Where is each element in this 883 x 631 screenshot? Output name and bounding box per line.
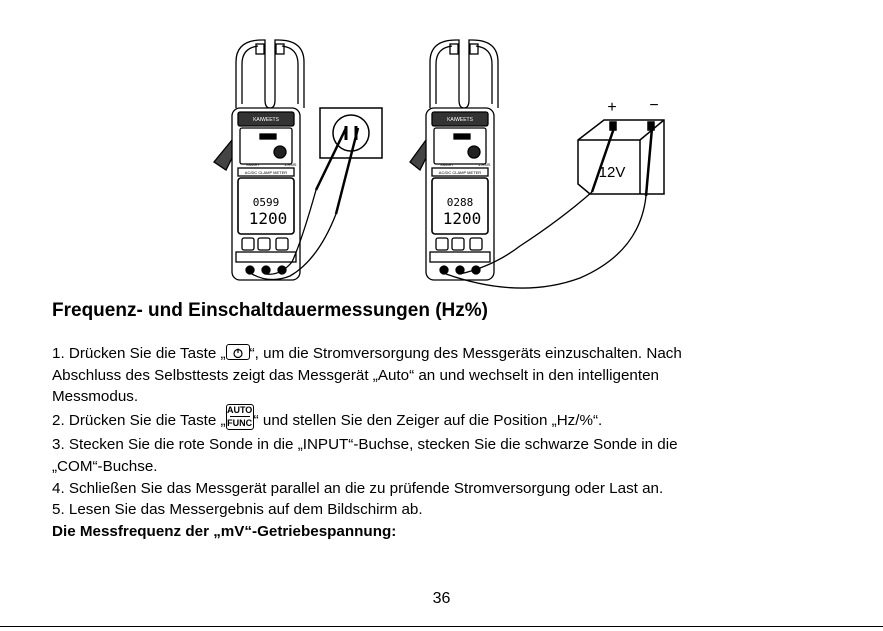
test-leads-right bbox=[445, 127, 654, 289]
clamp-meter-left bbox=[213, 39, 305, 281]
meter-right-display-top: 0288 bbox=[447, 196, 474, 209]
step-3-line-2: „COM“-Buchse. bbox=[52, 457, 158, 475]
measurement-illustration: KAIWEETS SMART 1-RMS AC/DC CLAMP METER 0… bbox=[213, 39, 665, 289]
page-number: 36 bbox=[432, 590, 451, 607]
auto-key-label: AUTO bbox=[226, 405, 253, 416]
meter-right-range-label: 1-RMS bbox=[478, 162, 491, 167]
clamp-meter-right bbox=[409, 39, 499, 281]
power-key-icon bbox=[225, 343, 250, 360]
meter-right-brand: KAIWEETS bbox=[447, 117, 474, 123]
step-1-text-before: 1. Drücken Sie die Taste „ bbox=[52, 345, 226, 362]
meter-right-smart-label: SMART bbox=[440, 162, 454, 167]
section-heading: Frequenz- und Einschaltdauermessungen (H… bbox=[52, 300, 488, 321]
battery-minus-sign: − bbox=[649, 97, 658, 114]
step-2-text-before: 2. Drücken Sie die Taste „ bbox=[52, 412, 226, 430]
step-1-text-after: “, um die Stromversorgung des Messgeräts… bbox=[249, 345, 682, 362]
meter-left-display-main: 1200 bbox=[249, 209, 288, 228]
meter-left-subtitle: AC/DC CLAMP METER bbox=[245, 170, 287, 175]
step-1-line-3: Messmodus. bbox=[52, 388, 139, 406]
meter-right-subtitle: AC/DC CLAMP METER bbox=[439, 170, 481, 175]
meter-left-brand: KAIWEETS bbox=[253, 117, 280, 123]
closing-statement: Die Messfrequenz der „mV“-Getriebespannu… bbox=[52, 522, 397, 540]
auto-func-key-icon: AUTO FUNC bbox=[225, 404, 254, 431]
test-leads-left bbox=[251, 127, 360, 281]
step-1-line-2: Abschluss des Selbsttests zeigt das Mess… bbox=[52, 366, 659, 384]
step-1-line-1: 1. Drücken Sie die Taste „ “, um die Stro… bbox=[52, 343, 842, 365]
step-2-text-after: “ und stellen Sie den Zeiger auf die Pos… bbox=[253, 412, 603, 430]
instructions: 1. Drücken Sie die Taste „ “, um die Stro… bbox=[52, 343, 842, 543]
meter-left-display-top: 0599 bbox=[253, 196, 280, 209]
step-5: 5. Lesen Sie das Messergebnis auf dem Bi… bbox=[52, 501, 423, 519]
footer-divider bbox=[0, 626, 883, 627]
battery-plus-sign: + bbox=[607, 99, 616, 116]
step-2: 2. Drücken Sie die Taste „AUTO FUNC“ und … bbox=[52, 404, 842, 434]
meter-right-display-main: 1200 bbox=[443, 209, 482, 228]
meter-left-smart-label: SMART bbox=[246, 162, 260, 167]
battery-voltage-label: 12V bbox=[599, 164, 626, 181]
func-key-label: FUNC bbox=[227, 418, 253, 429]
meter-left-range-label: 1-RMS bbox=[284, 162, 297, 167]
step-3-line-1: 3. Stecken Sie die rote Sonde in die „IN… bbox=[52, 436, 678, 454]
step-4: 4. Schließen Sie das Messgerät parallel … bbox=[52, 479, 664, 497]
